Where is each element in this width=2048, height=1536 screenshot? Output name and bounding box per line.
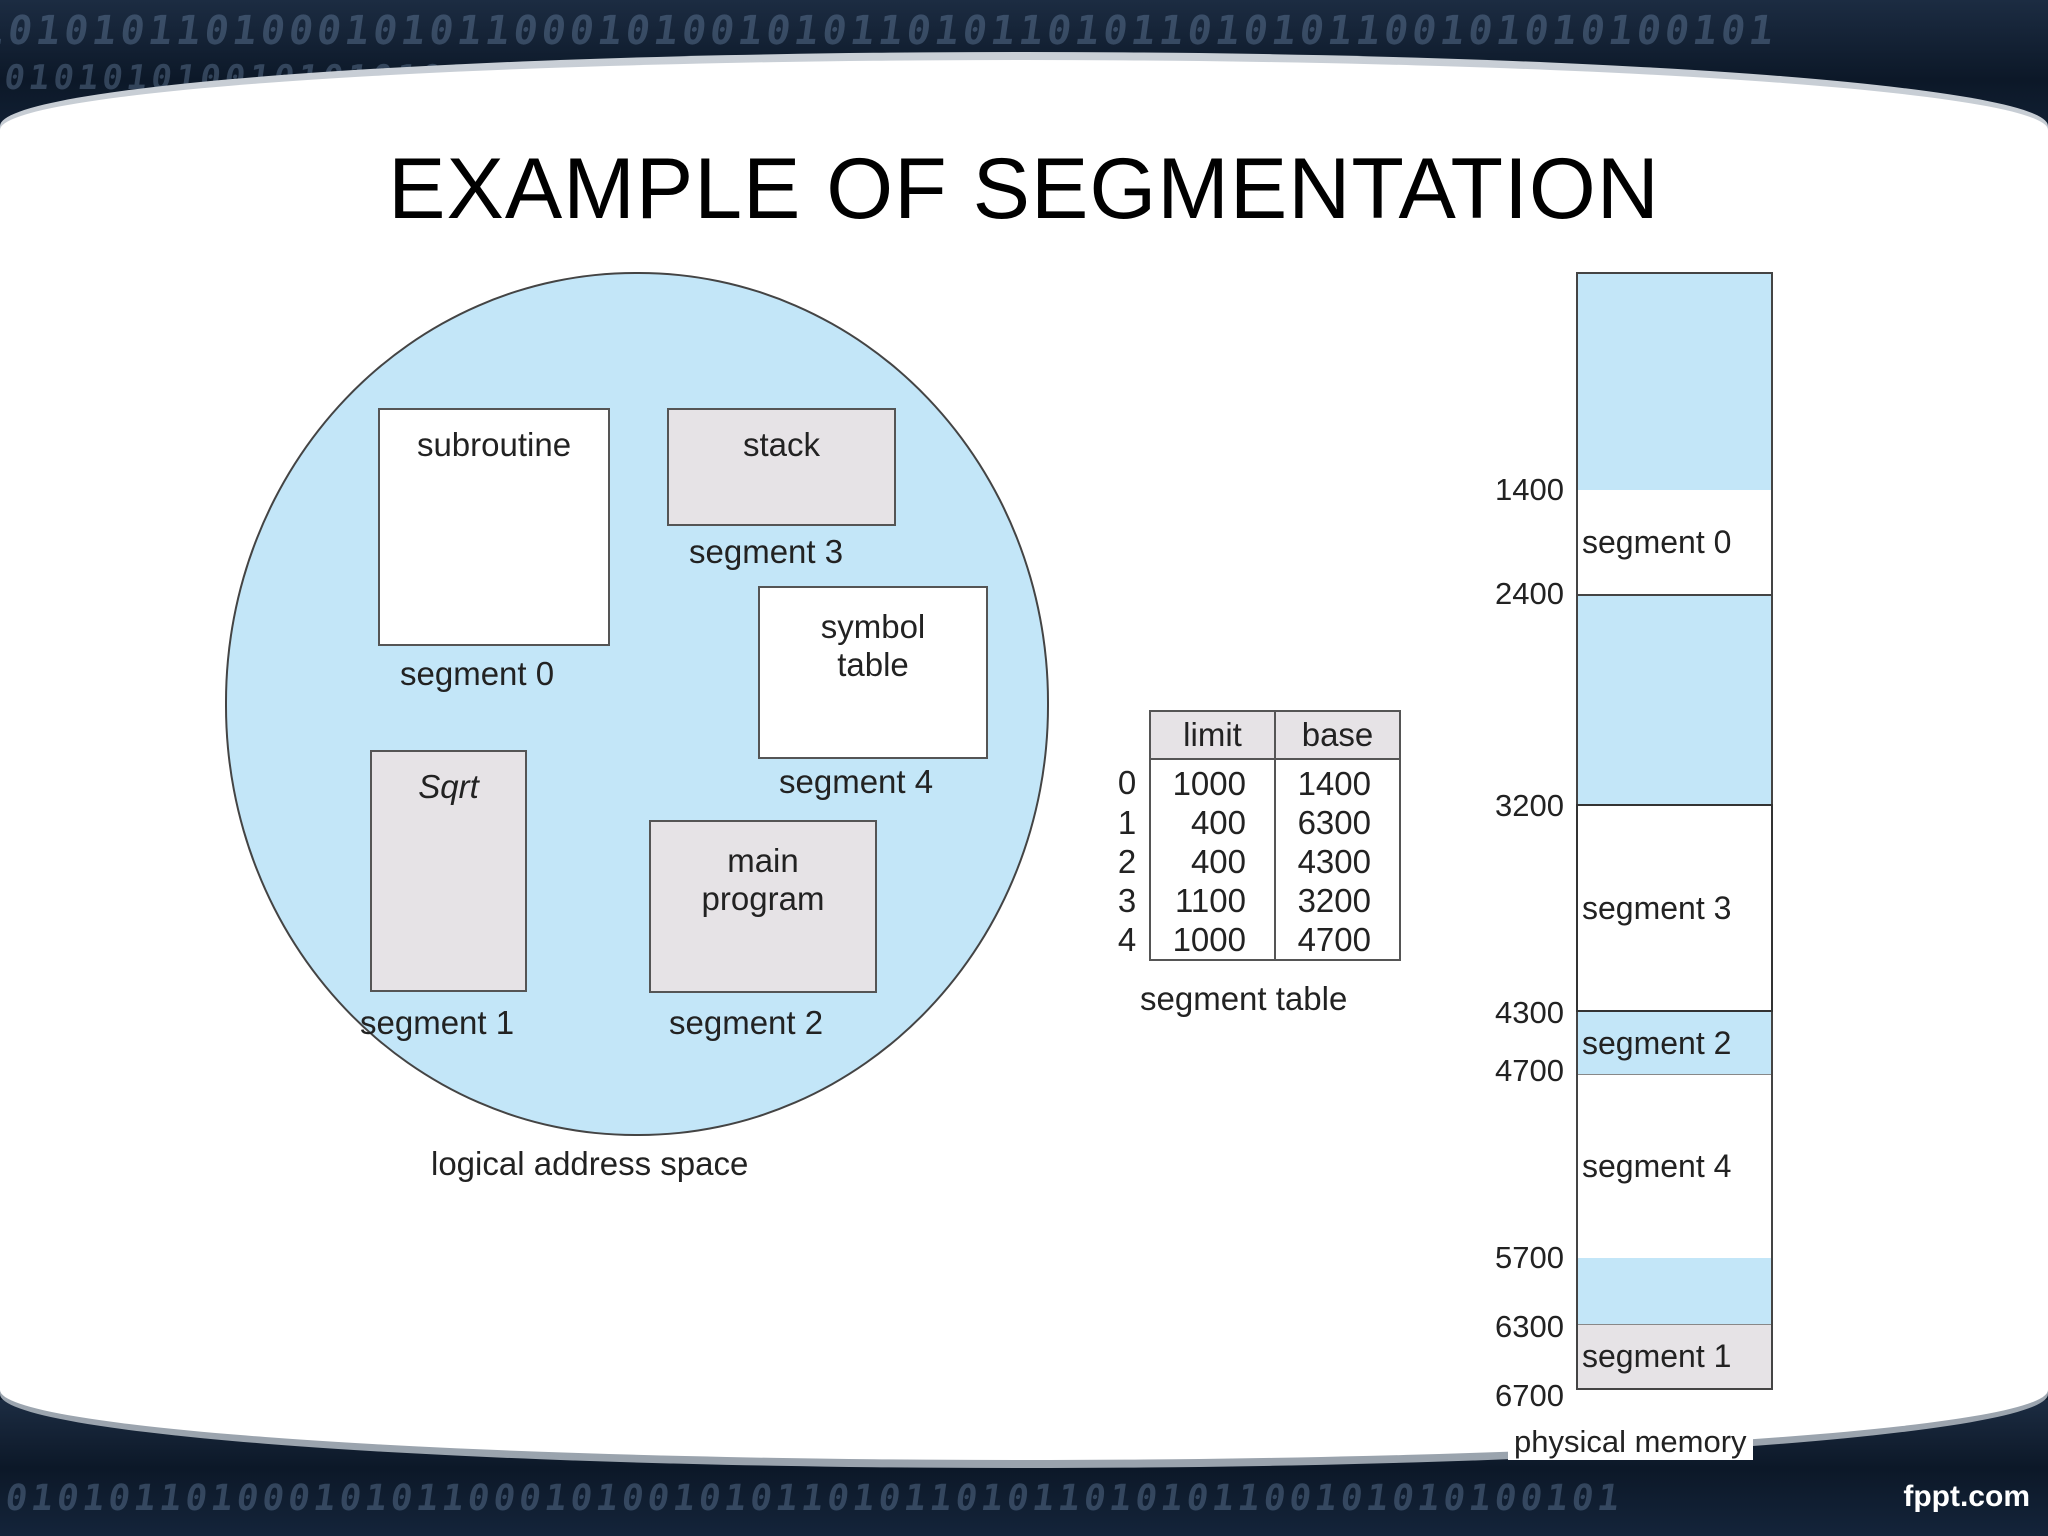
table-row: 4 1000 4700	[1105, 920, 1401, 961]
memory-free-block	[1578, 1258, 1771, 1324]
sqrt-label: Sqrt	[418, 768, 479, 805]
symbol-table-label-line1: symbol	[820, 608, 926, 645]
physical-memory-column: segment 0 segment 3 segment 2 segment 4 …	[1576, 272, 1773, 1390]
memory-segment-1: segment 1	[1578, 1324, 1771, 1388]
table-row: 3 1100 3200	[1105, 881, 1401, 920]
memory-segment-4: segment 4	[1578, 1074, 1771, 1258]
segment-4-label: segment 4	[779, 763, 934, 800]
address-label: 3200	[1495, 788, 1564, 823]
address-label: 2400	[1495, 576, 1564, 611]
memory-free-block	[1578, 594, 1771, 804]
binary-pattern-top-1: 1010101101000101011000101001010110101101…	[0, 8, 1781, 54]
stack-box: stack	[667, 408, 896, 526]
subroutine-label: subroutine	[416, 426, 572, 463]
memory-segment-0: segment 0	[1578, 490, 1771, 594]
address-label: 5700	[1495, 1240, 1564, 1275]
symbol-table-label-line2: table	[837, 646, 909, 683]
memory-segment-3: segment 3	[1576, 804, 1773, 1012]
segment-0-label: segment 0	[400, 655, 555, 692]
address-label: 6700	[1495, 1378, 1564, 1413]
main-program-box: main program	[649, 820, 877, 993]
table-row: 0 1000 1400	[1105, 759, 1401, 803]
slide-title: EXAMPLE OF SEGMENTATION	[388, 141, 1660, 237]
table-row: 2 400 4300	[1105, 842, 1401, 881]
table-row: 1 400 6300	[1105, 803, 1401, 842]
footer-brand: fppt.com	[1903, 1480, 2030, 1513]
limit-header: limit	[1149, 710, 1276, 760]
memory-segment-2: segment 2	[1578, 1012, 1771, 1074]
segment-2-label: segment 2	[669, 1004, 824, 1041]
binary-pattern-bottom: 1010101101000101011000101001010110101101…	[0, 1478, 1627, 1519]
main-program-label-line2: program	[701, 880, 825, 917]
address-label: 4700	[1495, 1053, 1564, 1088]
stack-label: stack	[742, 426, 821, 463]
segment-table-caption: segment table	[1140, 980, 1348, 1017]
address-label: 6300	[1495, 1309, 1564, 1344]
memory-free-block	[1578, 274, 1771, 490]
sqrt-box: Sqrt	[370, 750, 527, 992]
segment-3-label: segment 3	[689, 533, 844, 570]
symbol-table-box: symbol table	[758, 586, 988, 759]
address-label: 1400	[1495, 472, 1564, 507]
subroutine-box: subroutine	[378, 408, 610, 646]
physical-memory-caption: physical memory	[1508, 1424, 1753, 1460]
segment-1-label: segment 1	[360, 1004, 515, 1041]
address-label: 4300	[1495, 995, 1564, 1030]
logical-address-space-caption: logical address space	[431, 1145, 749, 1182]
base-header: base	[1274, 710, 1401, 760]
segment-table: limit base 0 1000 1400 1 400 6300 2 400 …	[1105, 710, 1401, 961]
main-program-label-line1: main	[727, 842, 799, 879]
